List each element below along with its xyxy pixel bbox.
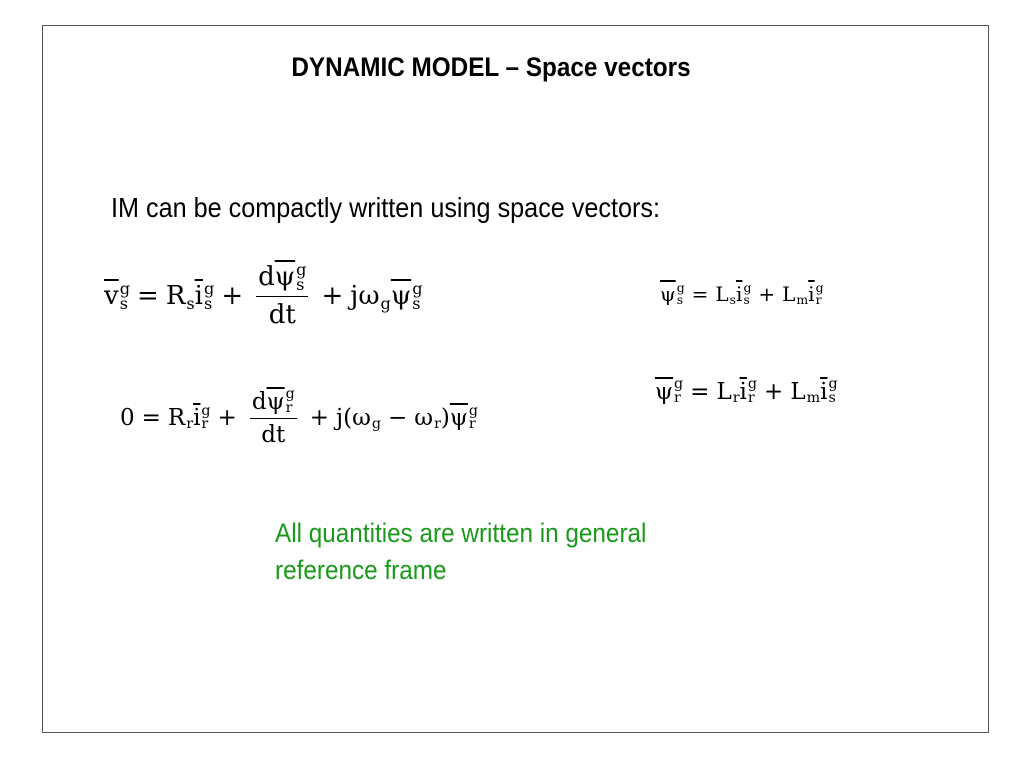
slide-title: DYNAMIC MODEL – Space vectors bbox=[291, 52, 691, 82]
reference-frame-note: All quantities are written in general re… bbox=[275, 518, 647, 585]
slide-frame bbox=[42, 25, 989, 733]
intro-text: IM can be compactly written using space … bbox=[111, 192, 661, 223]
stator-resistance-symbol: R s bbox=[165, 280, 195, 313]
